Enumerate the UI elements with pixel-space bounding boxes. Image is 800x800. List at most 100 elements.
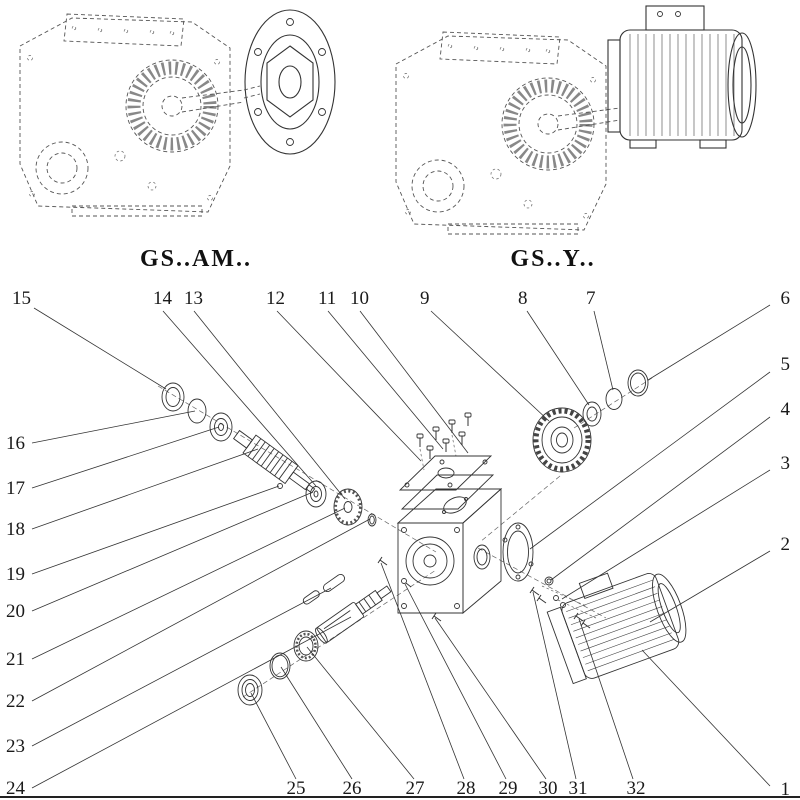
part-oil-seal-15: [161, 382, 185, 412]
cover-screws: [416, 412, 472, 471]
leader-line-14: [162, 310, 317, 487]
part-bolt-31b: [536, 594, 547, 604]
leader-line-11: [327, 310, 444, 450]
part-number-32: 32: [627, 778, 646, 799]
part-bolt-31a: [529, 586, 540, 596]
part-number-21: 21: [6, 649, 25, 670]
part-number-25: 25: [287, 778, 306, 799]
part-bolt-29: [401, 578, 412, 588]
part-number-9: 9: [420, 288, 430, 309]
leader-line-31: [532, 591, 577, 780]
leader-line-26: [280, 666, 353, 780]
part-screw-28: [377, 556, 388, 566]
terminal-box: [645, 5, 705, 31]
leader-line-21: [31, 507, 346, 660]
part-number-3: 3: [781, 453, 791, 474]
part-bearing-20: [305, 480, 327, 508]
part-number-10: 10: [350, 288, 369, 309]
part-number-31: 31: [569, 778, 588, 799]
part-number-18: 18: [6, 519, 25, 540]
part-plug-4: [544, 576, 554, 586]
part-gasket-14: [400, 474, 495, 510]
leader-line-9: [430, 310, 550, 422]
part-worm-wheel-13-21: [333, 488, 363, 526]
part-number-4: 4: [781, 399, 791, 420]
leader-line-17: [31, 426, 220, 489]
part-number-29: 29: [499, 778, 518, 799]
part-number-17: 17: [6, 478, 25, 499]
part-stud-32a: [573, 612, 584, 622]
part-worm-shaft-18: [232, 429, 316, 494]
leader-line-23: [31, 587, 332, 747]
gearbox-motor-drawing: GS..Y..: [396, 5, 757, 272]
axis-motor: [477, 547, 607, 619]
part-number-26: 26: [343, 778, 362, 799]
part-oil-seal-25: [237, 674, 263, 706]
part-ring-22: [367, 513, 377, 527]
leader-line-4: [550, 416, 771, 581]
part-number-30: 30: [539, 778, 558, 799]
part-number-22: 22: [6, 691, 25, 712]
leader-line-20: [31, 491, 314, 612]
part-motor-1-2: [546, 572, 687, 685]
part-key-23b: [302, 590, 320, 605]
leader-line-32: [578, 618, 634, 780]
part-number-6: 6: [781, 288, 791, 309]
part-key-23: [322, 573, 346, 593]
leader-line-5: [529, 371, 771, 550]
part-output-shaft-24: [315, 585, 392, 644]
leader-line-12: [276, 310, 422, 462]
part-number-27: 27: [406, 778, 425, 799]
leader-line-8: [526, 310, 590, 406]
part-gear-9: [532, 407, 592, 473]
part-bearing-17: [209, 412, 233, 442]
leader-line-28: [380, 562, 465, 780]
leader-line-6: [647, 304, 771, 381]
axis-worm-shaft: [157, 385, 437, 553]
part-number-7: 7: [586, 288, 596, 309]
axis-gear: [479, 475, 561, 543]
part-number-1: 1: [781, 779, 791, 800]
leader-line-10: [359, 310, 469, 454]
part-number-11: 11: [318, 288, 336, 309]
leader-line-7: [593, 310, 614, 391]
leader-line-29: [404, 583, 507, 780]
variant-left-label: GS..AM..: [140, 246, 252, 272]
part-snap-ring-7: [605, 388, 623, 410]
exploded-assembly: [157, 369, 687, 706]
part-number-2: 2: [781, 534, 791, 555]
part-number-12: 12: [266, 288, 285, 309]
part-snap-ring-26: [269, 652, 291, 680]
motor-terminal-box: [578, 572, 614, 600]
output-flange: [243, 9, 336, 155]
part-number-16: 16: [6, 433, 25, 454]
variant-right-label: GS..Y..: [510, 246, 595, 272]
part-number-20: 20: [6, 601, 25, 622]
part-bearing-8: [582, 401, 602, 427]
part-snap-ring-16: [187, 398, 207, 424]
part-pin-19: [277, 483, 283, 489]
part-number-24: 24: [6, 778, 26, 799]
part-housing: [396, 487, 503, 614]
part-bolt-3a: [553, 595, 559, 601]
part-number-13: 13: [184, 288, 203, 309]
part-number-15: 15: [12, 288, 31, 309]
leader-line-30: [434, 617, 547, 780]
leader-line-24: [31, 616, 352, 789]
leader-line-15: [33, 307, 167, 390]
part-number-28: 28: [457, 778, 476, 799]
axis-rings: [573, 377, 653, 429]
leader-line-27: [306, 646, 415, 780]
leader-line-25: [250, 692, 297, 780]
leader-line-16: [31, 410, 196, 444]
leader-line-2: [649, 550, 771, 623]
leader-line-22: [31, 518, 371, 702]
part-number-23: 23: [6, 736, 25, 757]
part-number-8: 8: [518, 288, 528, 309]
motor-drawing: [607, 5, 757, 149]
part-number-5: 5: [781, 354, 791, 375]
gearbox-flange-drawing: GS..AM..: [20, 9, 336, 272]
